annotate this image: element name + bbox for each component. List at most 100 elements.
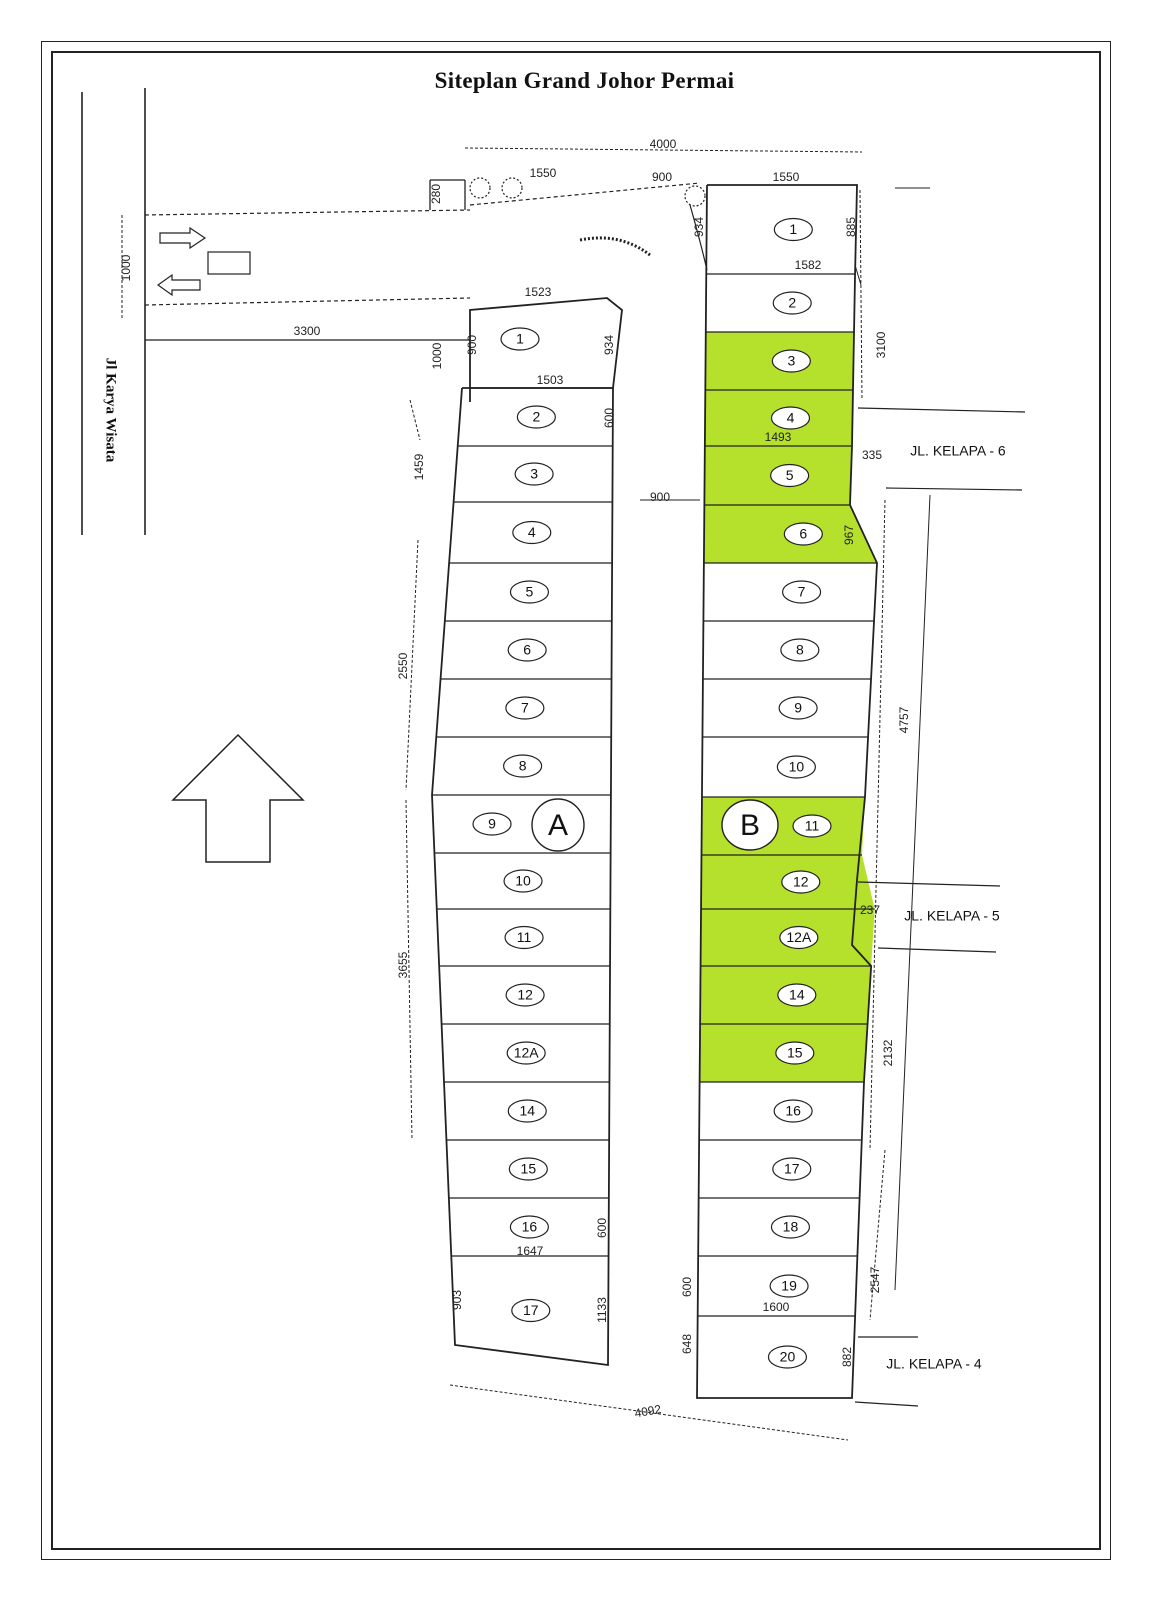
- lot-number-label: 3: [530, 466, 538, 482]
- block-a-label: A: [548, 809, 568, 842]
- dimension-label: 600: [595, 1218, 609, 1238]
- dimension-label: 1550: [530, 166, 557, 180]
- street-edge: [885, 487, 1023, 491]
- lot-number-oval: [773, 217, 813, 242]
- lot-number-oval: [511, 1298, 551, 1323]
- median-island: [579, 236, 651, 257]
- lot-number-label: 16: [785, 1103, 801, 1119]
- dimension-line: [409, 399, 421, 441]
- lot-number-oval: [472, 812, 512, 836]
- lot-number-oval: [507, 1099, 547, 1123]
- lot-number-oval: [505, 983, 545, 1007]
- dimension-tick: [854, 264, 862, 286]
- exit-arrow-icon: [156, 273, 201, 297]
- lot-number-label: 4: [787, 410, 795, 426]
- lot-number-label: 9: [794, 700, 802, 716]
- dimension-line: [869, 1149, 886, 1321]
- street-edge: [857, 407, 1026, 413]
- lot-number-oval: [516, 405, 556, 429]
- lot-number-oval: [780, 638, 820, 662]
- dimension-label: 280: [429, 184, 443, 204]
- lot-number-oval: [507, 638, 547, 662]
- lot-number-label: 6: [799, 526, 807, 542]
- lot-number-oval: [783, 522, 823, 546]
- lot-number-oval: [506, 1041, 546, 1065]
- lot-number-oval: [772, 1157, 812, 1181]
- lot-number-label: 4: [528, 524, 536, 540]
- main-road-label: Jl Karya Wisata: [103, 358, 119, 463]
- dimension-label: 600: [680, 1277, 694, 1297]
- lot-number-label: 12A: [514, 1045, 540, 1061]
- lot-number-label: 12: [517, 987, 533, 1003]
- street-label-kelapa-6: JL. KELAPA - 6: [910, 443, 1006, 459]
- page-title: Siteplan Grand Johor Permai: [434, 68, 735, 93]
- lot-number-oval: [778, 696, 818, 720]
- lot-number-label: 7: [798, 584, 806, 600]
- dimension-label: 1459: [412, 453, 426, 480]
- dimension-line: [859, 189, 863, 401]
- lot-number-label: 1: [516, 331, 524, 347]
- dimension-label: 1523: [525, 285, 552, 299]
- lot-number-label: 2: [532, 409, 540, 425]
- lot-number-label: 5: [526, 584, 534, 600]
- dimension-label: 2132: [881, 1039, 895, 1066]
- lot-number-oval: [500, 327, 540, 351]
- lot-number-oval: [771, 349, 811, 373]
- lot-number-label: 7: [521, 700, 529, 716]
- street-label-kelapa-5: JL. KELAPA - 5: [904, 908, 1000, 924]
- dimension-label: 1550: [773, 170, 800, 184]
- dimension-label: 2550: [396, 652, 410, 679]
- lot-number-oval: [770, 1215, 811, 1239]
- lot-number-oval: [767, 1345, 808, 1369]
- block-b-label: B: [740, 809, 760, 842]
- dimension-label: 1647: [517, 1244, 544, 1258]
- block-b-circle: [721, 799, 779, 851]
- tree-icon: [684, 185, 706, 207]
- lot-number-oval: [509, 580, 550, 604]
- lot-number-label: 9: [488, 816, 496, 832]
- dimension-label: 885: [844, 217, 858, 237]
- lot-number-oval: [503, 869, 543, 893]
- lot-number-oval: [779, 925, 819, 950]
- lot-number-oval: [776, 755, 816, 779]
- dimension-label: 967: [842, 525, 856, 545]
- lot-number-label: 17: [523, 1302, 539, 1318]
- lot-number-oval: [770, 406, 811, 430]
- lot-number-oval: [508, 1157, 548, 1181]
- lot-number-label: 3: [787, 353, 795, 369]
- dimension-label: 2547: [868, 1266, 882, 1293]
- tree-icon: [501, 177, 523, 199]
- lot-number-oval: [514, 462, 554, 486]
- dimension-line: [405, 799, 413, 1141]
- dimension-label: 900: [465, 335, 479, 355]
- dimension-label: 3655: [396, 951, 410, 978]
- outer-boundary: [894, 494, 931, 1291]
- lot-number-oval: [772, 291, 812, 315]
- lot-number-label: 11: [517, 929, 532, 945]
- dimension-line: [449, 1384, 849, 1441]
- lot-number-label: 14: [519, 1103, 535, 1119]
- lot-number-oval: [781, 580, 822, 604]
- dimension-label: 1600: [763, 1300, 790, 1314]
- dimension-line: [405, 539, 419, 791]
- gate-post: [207, 251, 251, 275]
- lot-number-label: 14: [789, 987, 805, 1003]
- dimension-label: 900: [652, 170, 672, 184]
- dimension-label: 1582: [795, 258, 822, 272]
- lot-number-oval: [503, 754, 543, 778]
- lot-number-label: 10: [789, 759, 805, 775]
- street-edge: [854, 1401, 919, 1407]
- dimension-label: 1503: [537, 373, 564, 387]
- entrance-road-edge: [469, 182, 701, 206]
- dimension-label: 3300: [294, 324, 321, 338]
- dimension-label: 882: [840, 1347, 854, 1367]
- street-label-kelapa-4: JL. KELAPA - 4: [886, 1356, 982, 1372]
- lot-number-label: 15: [787, 1045, 803, 1061]
- lot-number-label: 11: [805, 818, 820, 834]
- lot-number-oval: [505, 696, 545, 720]
- lot-number-oval: [509, 1215, 549, 1239]
- dimension-label: 1493: [765, 430, 792, 444]
- lot-number-oval: [769, 1274, 809, 1298]
- street-edge: [857, 881, 1001, 887]
